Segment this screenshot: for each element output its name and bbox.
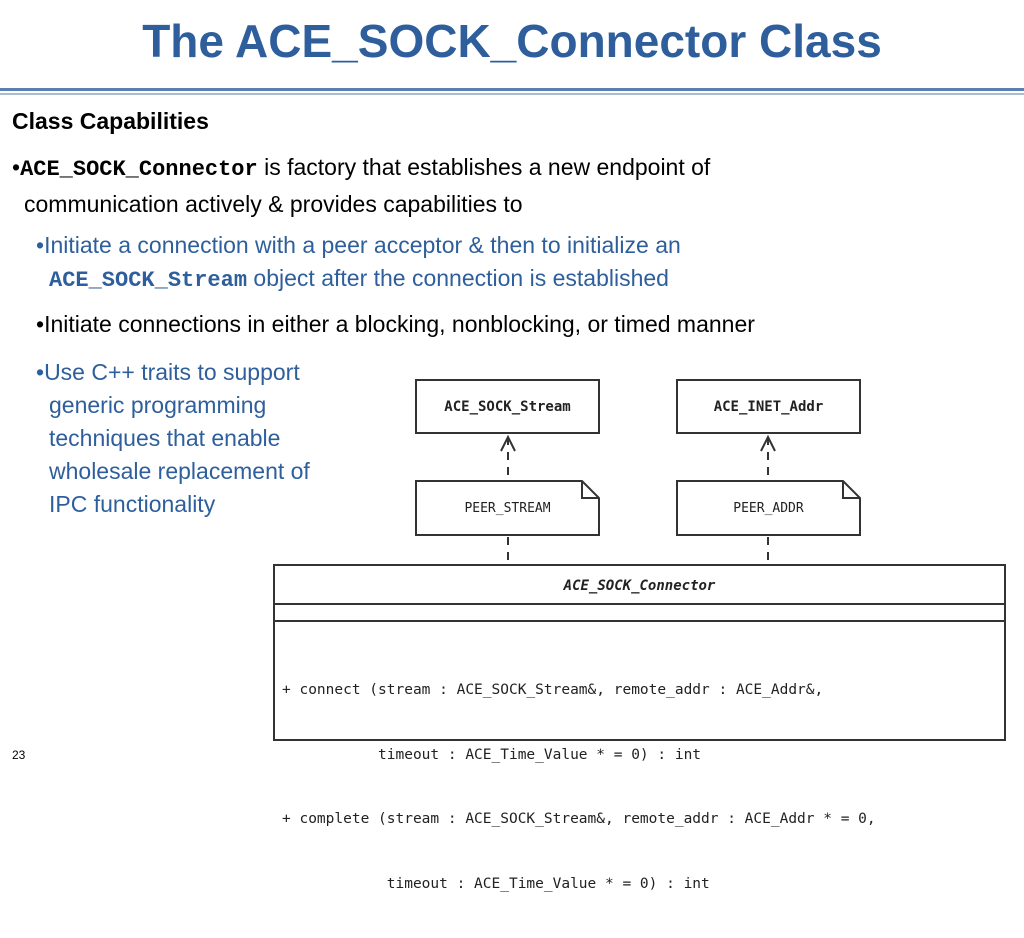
template-name-stream: PEER_STREAM [464,501,551,516]
operations-list: + connect (stream : ACE_SOCK_Stream&, re… [282,637,876,938]
sub-bullet-3-line1: Use C++ traits to support [44,359,300,385]
class-box-connector [273,564,1006,741]
operation-line: timeout : ACE_Time_Value * = 0) : int [282,875,710,892]
main-bullet-text: is factory that establishes a new endpoi… [257,154,711,180]
uml-lines [273,379,1006,741]
code-connector: ACE_SOCK_Connector [20,157,258,182]
template-name-addr: PEER_ADDR [733,501,804,516]
page-number: 23 [12,748,26,762]
code-stream: ACE_SOCK_Stream [49,268,248,293]
sub-bullet-2: •Initiate connections in either a blocki… [36,308,1016,341]
sub-bullet-3-line2: generic programming [49,392,267,418]
class-name-addr: ACE_INET_Addr [713,399,824,415]
sub-bullet-2-line1: Initiate connections in either a blockin… [44,311,755,337]
class-box-addr [676,379,861,434]
operation-line: timeout : ACE_Time_Value * = 0) : int [282,746,702,763]
bullet-marker: • [36,359,45,385]
bullet-marker: • [36,311,45,337]
sub-bullet-1: •Initiate a connection with a peer accep… [36,229,936,297]
sub-bullet-3-line3: techniques that enable [49,425,281,451]
main-bullet-line2: communication actively & provides capabi… [24,191,523,217]
bullet-marker: • [12,154,21,180]
template-box-addr [676,480,861,536]
sub-bullet-1-line1: Initiate a connection with a peer accept… [44,232,681,258]
template-box-stream [415,480,600,536]
sub-bullet-3: •Use C++ traits to support generic progr… [36,356,396,521]
class-name-stream: ACE_SOCK_Stream [444,399,571,415]
slide-title: The ACE_SOCK_Connector Class [142,15,882,67]
class-name-connector: ACE_SOCK_Connector [563,578,716,594]
title-divider-secondary [0,93,1024,95]
title-divider [0,88,1024,91]
sub-bullet-3-line4: wholesale replacement of [49,458,310,484]
operation-line: + complete (stream : ACE_SOCK_Stream&, r… [282,811,876,827]
bullet-marker: • [36,232,45,258]
class-box-stream [415,379,600,434]
uml-class-diagram: ACE_SOCK_Stream ACE_INET_Addr PEER_STREA… [268,375,1013,892]
sub-bullet-1-line2: object after the connection is establish… [247,265,669,291]
section-heading: Class Capabilities [12,108,209,134]
sub-bullet-3-line5: IPC functionality [49,491,216,517]
main-bullet: •ACE_SOCK_Connector is factory that esta… [12,150,1012,221]
operation-line: + connect (stream : ACE_SOCK_Stream&, re… [282,682,824,698]
